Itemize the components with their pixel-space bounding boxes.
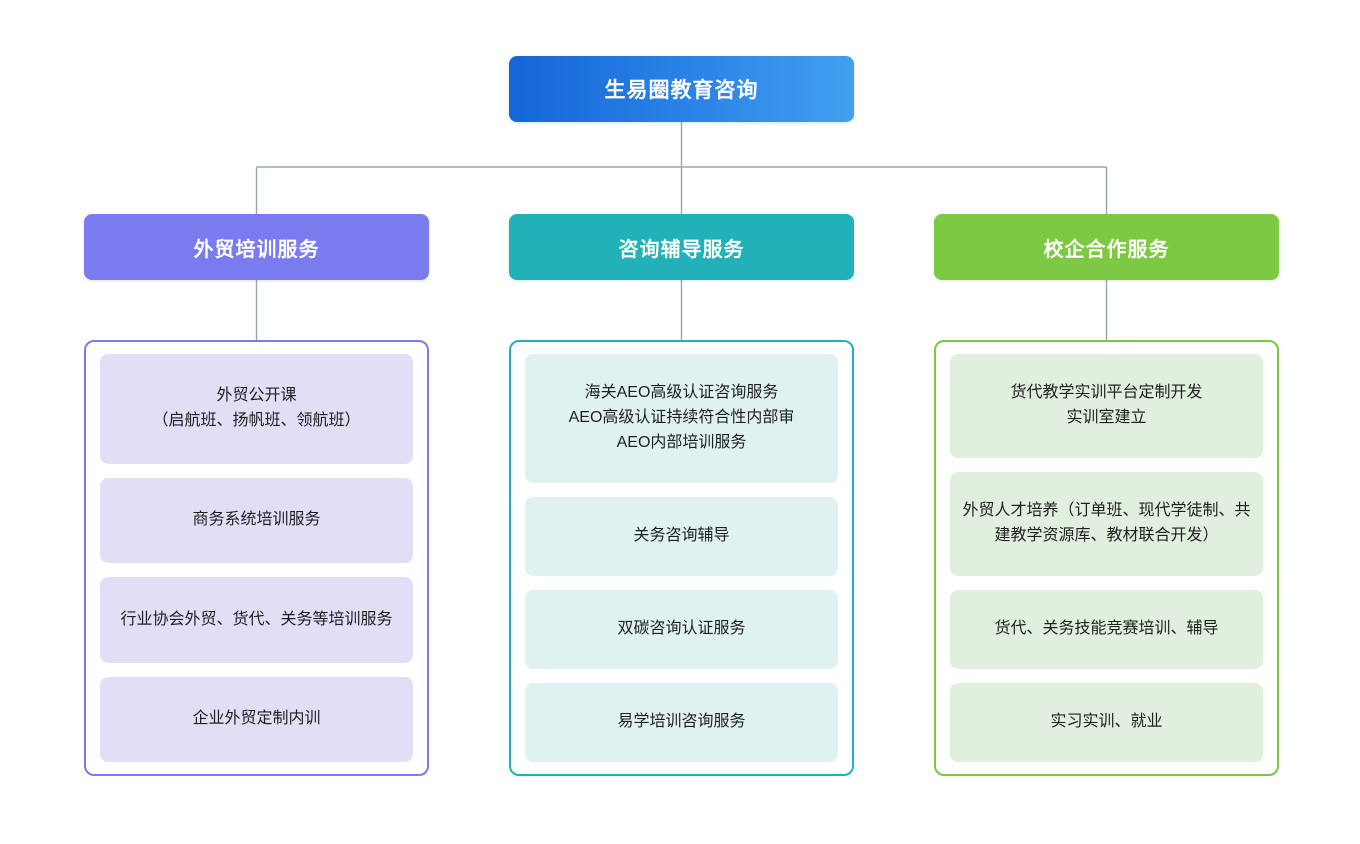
branch-header-0[interactable]: 外贸培训服务 [84, 214, 429, 280]
child-item-0-3-label: 企业外贸定制内训 [192, 709, 321, 727]
branch-children-container-0: 外贸公开课 （启航班、扬帆班、领航班） 商务系统培训服务 行业协会外贸、货代、关… [84, 340, 429, 776]
child-item-1-0-label: 海关AEO高级认证咨询服务 AEO高级认证持续符合性内部审 AEO内部培训服务 [568, 384, 795, 451]
child-item-2-0[interactable]: 货代教学实训平台定制开发 实训室建立 [950, 354, 1263, 458]
child-item-0-1-label: 商务系统培训服务 [192, 511, 321, 529]
child-item-2-1[interactable]: 外贸人才培养（订单班、现代学徒制、共建教学资源库、教材联合开发） [950, 471, 1263, 576]
branch-header-1[interactable]: 咨询辅导服务 [509, 214, 854, 280]
child-list-1: 海关AEO高级认证咨询服务 AEO高级认证持续符合性内部审 AEO内部培训服务 … [525, 354, 838, 763]
branch-column-zixun-fudao: 咨询辅导服务 海关AEO高级认证咨询服务 AEO高级认证持续符合性内部审 AEO… [509, 214, 854, 776]
child-item-2-1-label: 外贸人才培养（订单班、现代学徒制、共建教学资源库、教材联合开发） [962, 502, 1251, 544]
child-item-0-1[interactable]: 商务系统培训服务 [100, 478, 413, 564]
child-item-0-2[interactable]: 行业协会外贸、货代、关务等培训服务 [100, 577, 413, 663]
child-item-1-1[interactable]: 关务咨询辅导 [525, 496, 838, 576]
child-item-1-3-label: 易学培训咨询服务 [617, 713, 746, 731]
child-item-0-0[interactable]: 外贸公开课 （启航班、扬帆班、领航班） [100, 354, 413, 465]
child-item-1-1-label: 关务咨询辅导 [633, 526, 730, 544]
child-item-1-2-label: 双碳咨询认证服务 [617, 619, 746, 637]
branch-header-2[interactable]: 校企合作服务 [934, 214, 1279, 280]
child-item-0-3[interactable]: 企业外贸定制内训 [100, 676, 413, 762]
root-node[interactable]: 生易圈教育咨询 [509, 56, 854, 122]
child-item-2-0-label: 货代教学实训平台定制开发 实训室建立 [1010, 384, 1203, 426]
child-list-2: 货代教学实训平台定制开发 实训室建立 外贸人才培养（订单班、现代学徒制、共建教学… [950, 354, 1263, 763]
child-item-1-0[interactable]: 海关AEO高级认证咨询服务 AEO高级认证持续符合性内部审 AEO内部培训服务 [525, 354, 838, 483]
branch-header-0-label: 外贸培训服务 [193, 238, 320, 261]
branch-children-container-1: 海关AEO高级认证咨询服务 AEO高级认证持续符合性内部审 AEO内部培训服务 … [509, 340, 854, 776]
child-item-2-3[interactable]: 实习实训、就业 [950, 682, 1263, 763]
branch-column-xiaoqi-hezuo: 校企合作服务 货代教学实训平台定制开发 实训室建立 外贸人才培养（订单班、现代学… [934, 214, 1279, 776]
branch-header-1-label: 咨询辅导服务 [618, 238, 745, 261]
child-item-0-0-label: 外贸公开课 （启航班、扬帆班、领航班） [152, 387, 361, 430]
branch-column-waimao-peixun: 外贸培训服务 外贸公开课 （启航班、扬帆班、领航班） 商务系统培训服务 行业协会… [84, 214, 429, 776]
child-item-2-2-label: 货代、关务技能竞赛培训、辅导 [994, 619, 1219, 637]
child-item-1-3[interactable]: 易学培训咨询服务 [525, 682, 838, 763]
branch-header-2-label: 校企合作服务 [1043, 238, 1170, 261]
branch-children-container-2: 货代教学实训平台定制开发 实训室建立 外贸人才培养（订单班、现代学徒制、共建教学… [934, 340, 1279, 776]
child-item-1-2[interactable]: 双碳咨询认证服务 [525, 589, 838, 669]
root-node-label: 生易圈教育咨询 [604, 79, 759, 102]
child-item-0-2-label: 行业协会外贸、货代、关务等培训服务 [120, 610, 393, 628]
child-item-2-3-label: 实习实训、就业 [1050, 713, 1163, 731]
child-item-2-2[interactable]: 货代、关务技能竞赛培训、辅导 [950, 589, 1263, 669]
child-list-0: 外贸公开课 （启航班、扬帆班、领航班） 商务系统培训服务 行业协会外贸、货代、关… [100, 354, 413, 762]
